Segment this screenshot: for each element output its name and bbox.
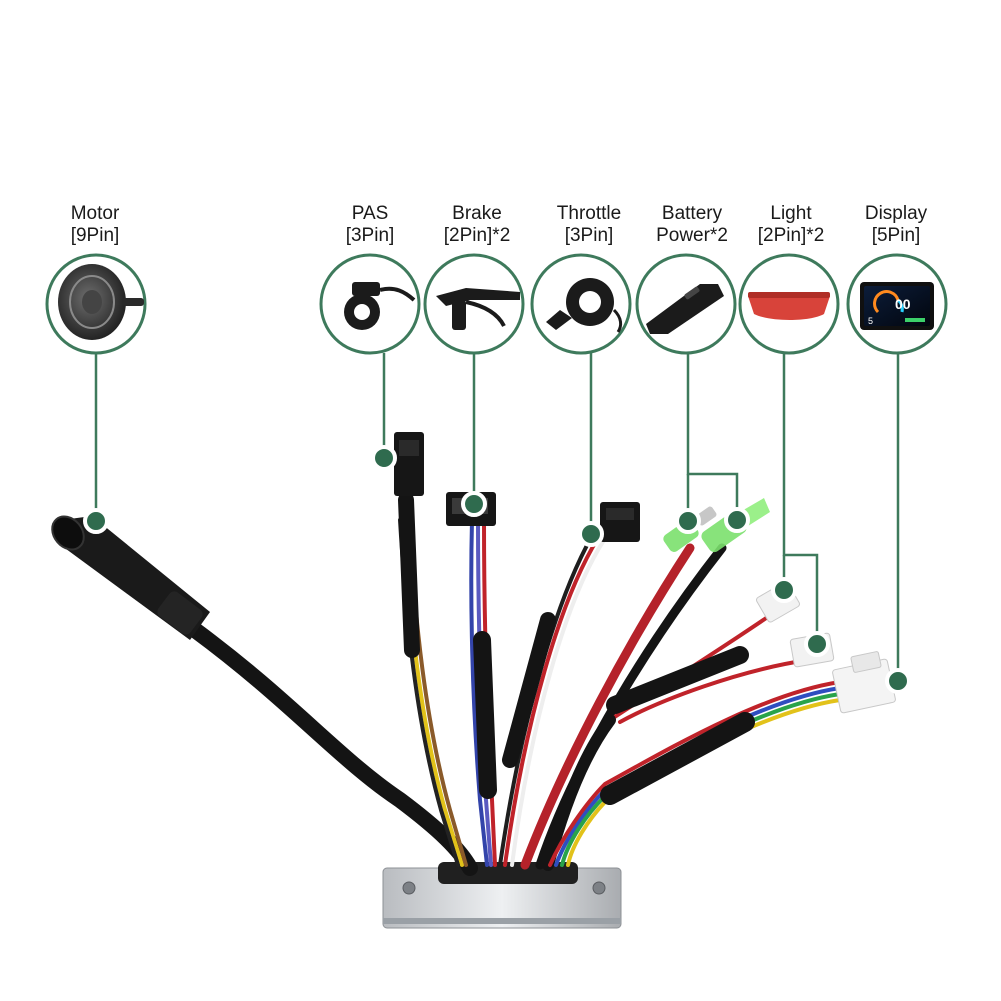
brake-sleeve	[473, 631, 497, 799]
brake-pins: [2Pin]*2	[443, 225, 511, 246]
label-display: Display [5Pin]	[848, 203, 944, 247]
label-motor: Motor [9Pin]	[52, 203, 138, 247]
thumb-throttle-icon	[546, 278, 623, 333]
label-light: Light [2Pin]*2	[744, 203, 838, 247]
motor-name: Motor	[70, 203, 120, 224]
display-pins: [5Pin]	[871, 225, 921, 246]
hub-motor-icon	[58, 264, 144, 340]
tail-light-icon	[748, 292, 830, 320]
wire-bundle	[187, 492, 842, 876]
display-connector	[832, 651, 896, 714]
motor-connector	[51, 515, 210, 640]
throttle-sleeve	[502, 612, 556, 768]
battery-pack-icon	[646, 284, 724, 334]
pas-name: PAS	[351, 203, 389, 224]
throttle-pins: [3Pin]	[564, 225, 614, 246]
label-pas: PAS [3Pin]	[330, 203, 410, 247]
display-name: Display	[864, 203, 928, 224]
display-small-text: 5	[868, 316, 873, 326]
motor-pins: [9Pin]	[70, 225, 120, 246]
light-pins: [2Pin]*2	[757, 225, 825, 246]
light-name: Light	[770, 203, 812, 224]
anchor-dots	[83, 445, 911, 694]
pas-pins: [3Pin]	[345, 225, 395, 246]
pas-connector	[394, 432, 424, 496]
display-speed-text: 00	[895, 296, 911, 312]
controller-box	[382, 862, 622, 929]
brake-name: Brake	[452, 203, 502, 224]
leader-lines	[94, 353, 900, 678]
brake-lever-icon	[436, 288, 520, 330]
label-battery: Battery Power*2	[640, 203, 744, 247]
display-sleeve	[600, 712, 755, 805]
battery-red-wire	[520, 543, 695, 870]
battery-name: Battery	[661, 203, 723, 224]
label-brake: Brake [2Pin]*2	[425, 203, 529, 247]
pas-sleeve	[398, 492, 420, 658]
light-sleeve	[606, 646, 749, 714]
battery-pins: Power*2	[656, 225, 728, 246]
lcd-display-icon: 00 5	[860, 282, 934, 330]
throttle-name: Throttle	[556, 203, 622, 224]
pas-sensor-icon	[344, 282, 416, 330]
throttle-connector	[600, 502, 640, 542]
label-throttle: Throttle [3Pin]	[540, 203, 638, 247]
